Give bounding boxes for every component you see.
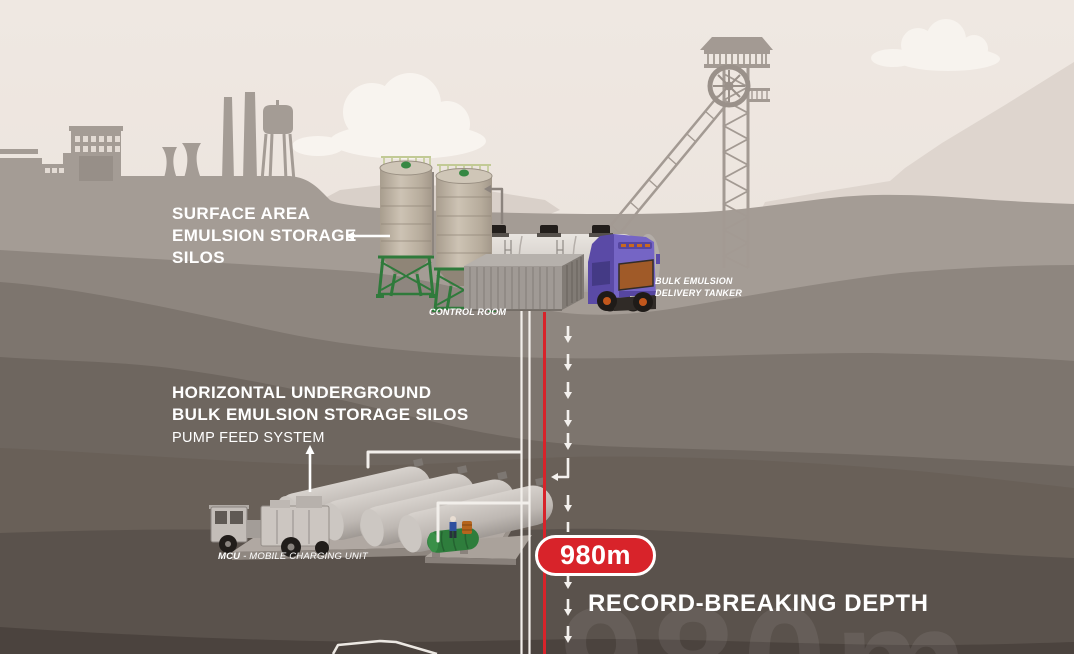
- underground-silos-label-line1: HORIZONTAL UNDERGROUND: [172, 383, 432, 402]
- ramp-outline: [331, 639, 438, 654]
- flow-arrows-mid: [564, 495, 572, 532]
- flow-arrows-upper: [564, 326, 572, 450]
- surface-silos-label-line1: SURFACE AREA: [172, 204, 311, 223]
- shaft-lines: [520, 311, 531, 654]
- skyline-door: [79, 156, 113, 181]
- truck-cab: [588, 234, 660, 312]
- flow-arrow-elbow: [551, 458, 570, 481]
- mcu-label-rest: - MOBILE CHARGING UNIT: [240, 551, 368, 562]
- tanker-hatches: [485, 225, 613, 237]
- silo-frame: [377, 255, 435, 297]
- surface-silos-label: SURFACE AREA EMULSION STORAGE SILOS: [172, 203, 357, 269]
- pump-arrow: [305, 445, 315, 492]
- depth-badge-value: 980m: [559, 540, 632, 570]
- control-room-label: CONTROL ROOM: [429, 307, 507, 317]
- cloud-right: [871, 19, 1000, 71]
- silo-arrow: [484, 185, 504, 224]
- worker-figure: [449, 516, 457, 538]
- depth-badge: 980m: [535, 535, 656, 576]
- mcu-label: MCU - MOBILE CHARGING UNIT: [218, 551, 368, 562]
- underground-silos-label: HORIZONTAL UNDERGROUND BULK EMULSION STO…: [172, 382, 469, 449]
- pipe-1: [366, 450, 523, 469]
- tanker-label-line1: BULK EMULSION: [655, 276, 733, 286]
- tanker-label-line2: DELIVERY TANKER: [655, 287, 743, 298]
- label-arrow: [346, 231, 390, 241]
- truck-windshield: [618, 259, 654, 291]
- underground-silos-label-line2: BULK EMULSION STORAGE SILOS: [172, 405, 469, 424]
- mcu-label-abbr: MCU: [218, 551, 241, 562]
- surface-silo-1: [376, 156, 437, 298]
- pump-feed-system-label: PUMP FEED SYSTEM: [172, 430, 325, 446]
- tanker-label: BULK EMULSION DELIVERY TANKER: [655, 276, 742, 299]
- depth-watermark: 980m: [560, 576, 976, 654]
- truck-mirror: [656, 254, 660, 264]
- ground-band-7: [0, 627, 1074, 654]
- cloud-left: [292, 73, 486, 159]
- surface-silos-label-line3: SILOS: [172, 248, 226, 267]
- headframe-tower: [591, 37, 773, 269]
- right-hill: [762, 62, 1074, 208]
- barrel: [462, 521, 472, 534]
- ground-band-6: [0, 528, 1074, 654]
- control-room-container: [464, 254, 584, 311]
- mcu-vehicle: [209, 496, 330, 557]
- skyline-windows: [45, 136, 120, 173]
- pipe-2: [436, 501, 531, 543]
- surface-silos-label-line2: EMULSION STORAGE: [172, 226, 357, 245]
- headframe-strut: [591, 95, 728, 257]
- depth-caption: RECORD-BREAKING DEPTH: [588, 590, 929, 617]
- sheave-wheel: [707, 64, 751, 108]
